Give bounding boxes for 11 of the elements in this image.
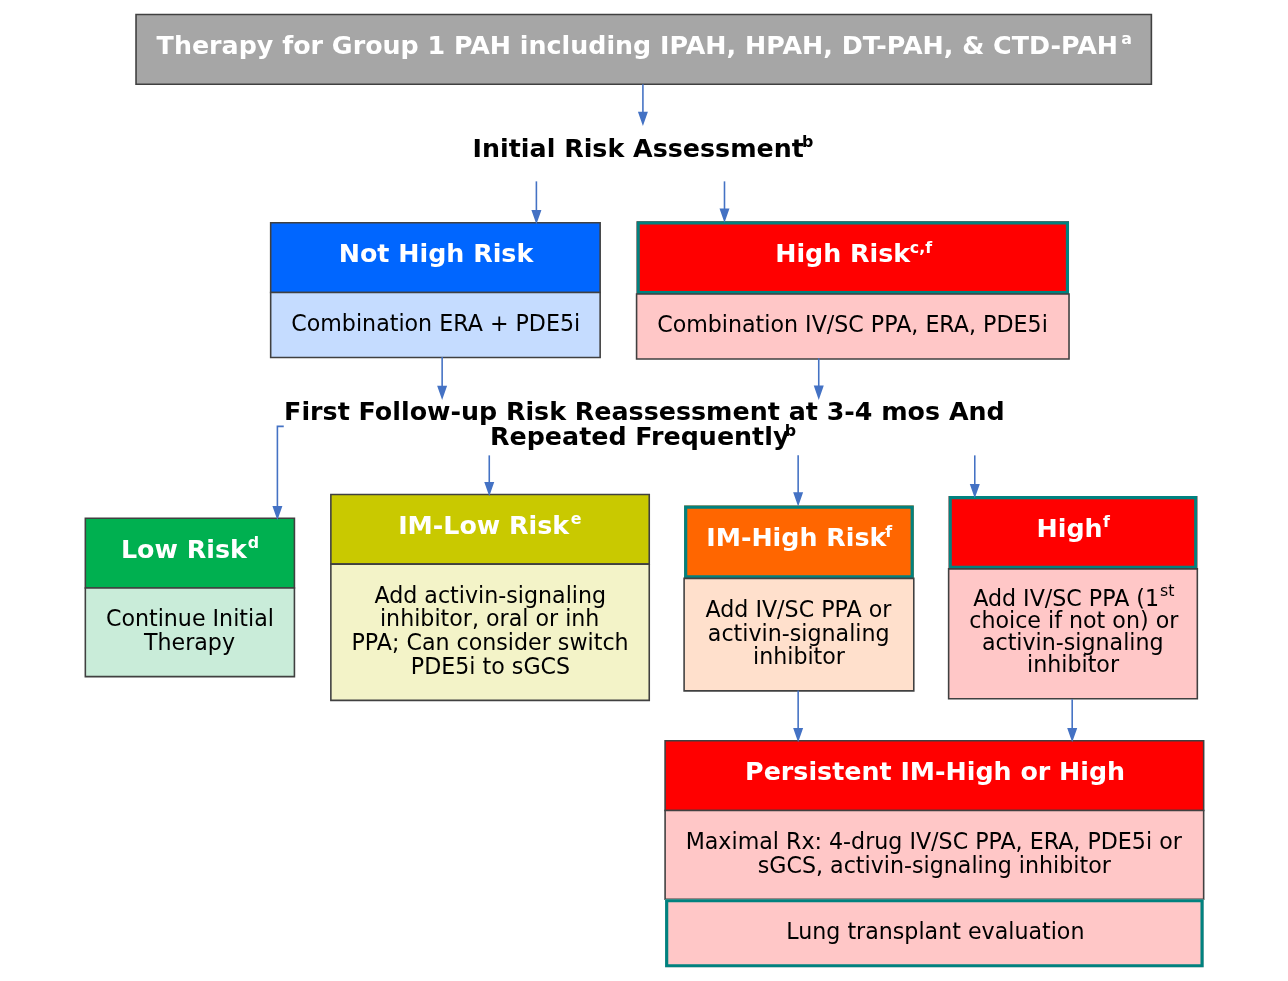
arrow bbox=[969, 454, 980, 499]
node-text: Initial Risk Assessment$^{b}$ bbox=[472, 132, 813, 163]
arrow bbox=[719, 180, 729, 223]
arrow bbox=[813, 357, 824, 400]
arrow bbox=[530, 180, 541, 225]
arrow bbox=[637, 83, 648, 127]
arrow bbox=[792, 689, 803, 743]
arrow bbox=[483, 454, 494, 497]
arrow bbox=[1066, 698, 1077, 743]
arrow bbox=[792, 454, 803, 507]
arrow bbox=[436, 356, 447, 400]
